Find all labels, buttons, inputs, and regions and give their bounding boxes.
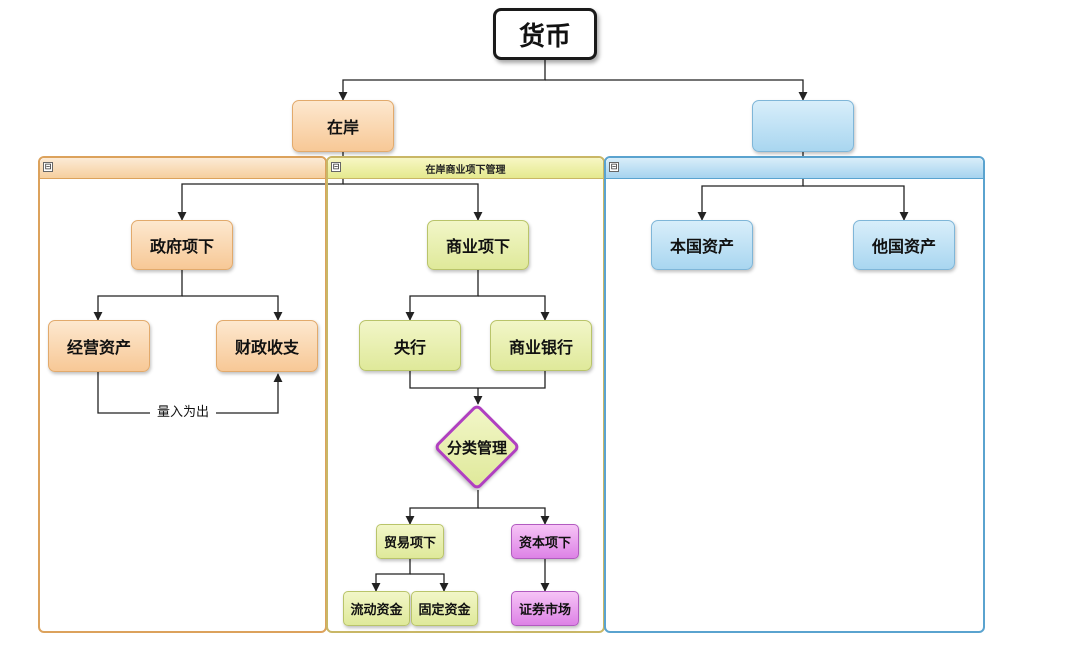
edge-label-balance: 量入为出 (150, 403, 216, 423)
gov-main-node[interactable]: 政府项下 (131, 220, 233, 270)
lane-government: ⊟ (38, 156, 327, 633)
operating-assets-node[interactable]: 经营资产 (48, 320, 150, 372)
collapse-icon[interactable]: ⊟ (331, 162, 341, 172)
edge-trade-fixed (410, 573, 449, 592)
edge-root-onshore (338, 60, 546, 101)
edge-root-offshore (545, 79, 808, 101)
onshore-node[interactable]: 在岸 (292, 100, 394, 152)
edge-classify-trade (405, 490, 479, 525)
lane-offshore: ⊟ (604, 156, 985, 633)
fixed-capital-node[interactable]: 固定资金 (411, 591, 478, 626)
domestic-assets-node[interactable]: 本国资产 (651, 220, 753, 270)
central-bank-node[interactable]: 央行 (359, 320, 461, 371)
lane-offshore-header: ⊟ (606, 158, 983, 179)
edge-gov-fiscal (182, 295, 283, 321)
lane-commercial-header: ⊟ 在岸商业项下管理 (328, 158, 603, 179)
classify-label: 分类管理 (446, 438, 507, 457)
lane-government-header: ⊟ (40, 158, 325, 179)
collapse-icon[interactable]: ⊟ (609, 162, 619, 172)
commercial-main-node[interactable]: 商业项下 (427, 220, 529, 270)
fiscal-node[interactable]: 财政收支 (216, 320, 318, 372)
trade-node[interactable]: 贸易项下 (376, 524, 444, 559)
root-node[interactable]: 货币 (493, 8, 597, 60)
edge-commercial-bank (478, 295, 550, 321)
edge-gov-operating (93, 270, 183, 321)
capital-node[interactable]: 资本项下 (511, 524, 579, 559)
commercial-bank-node[interactable]: 商业银行 (490, 320, 592, 371)
offshore-node[interactable] (752, 100, 854, 152)
edge-classify-capital (478, 507, 550, 525)
foreign-assets-node[interactable]: 他国资产 (853, 220, 955, 270)
securities-market-node[interactable]: 证券市场 (511, 591, 579, 626)
lane-commercial-title: 在岸商业项下管理 (425, 164, 506, 176)
working-capital-node[interactable]: 流动资金 (343, 591, 410, 626)
edge-offshore-foreign (803, 185, 909, 221)
edge-commercial-central (405, 270, 479, 321)
collapse-icon[interactable]: ⊟ (43, 162, 53, 172)
edge-onshore-commercial (343, 183, 483, 221)
edge-trade-working (371, 559, 411, 592)
